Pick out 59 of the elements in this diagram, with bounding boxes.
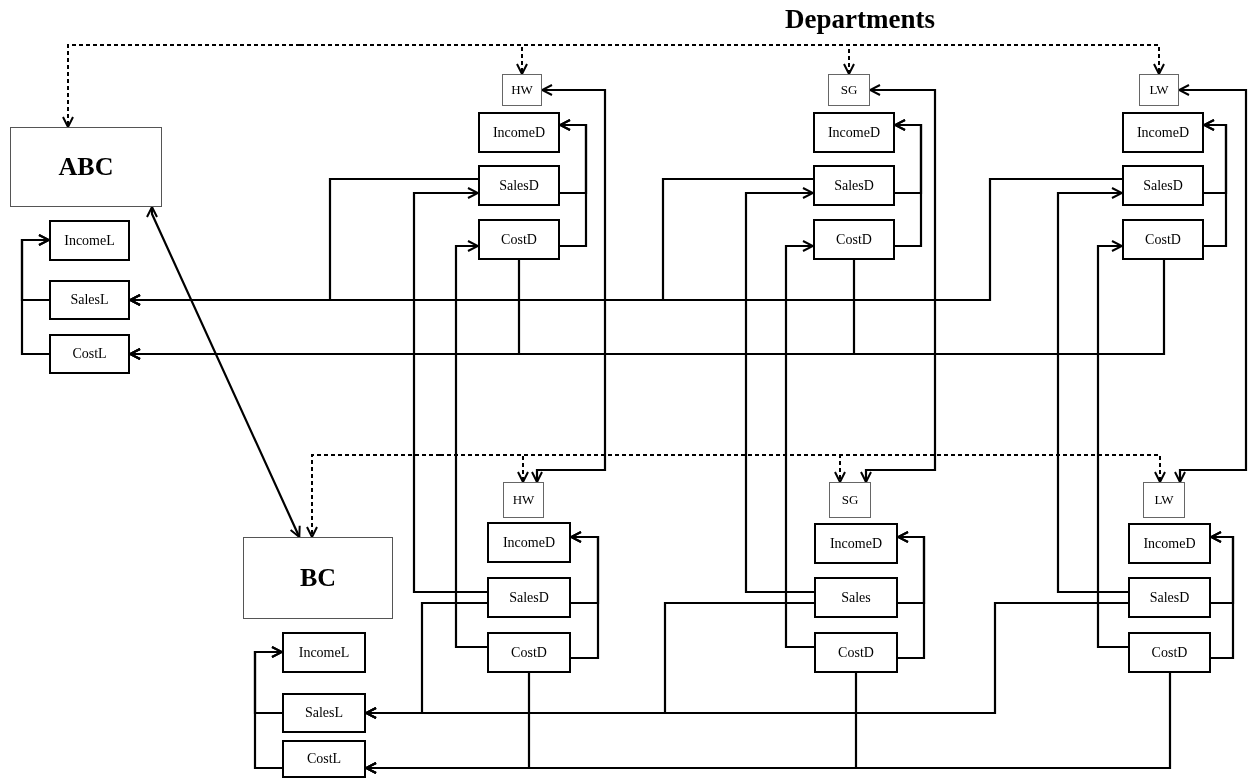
arrow [454,240,487,649]
arrow [744,187,814,594]
account-box: SalesD [1128,577,1211,618]
ledger-box: SalesL [282,693,366,733]
account-box: CostD [814,632,898,673]
account-box: IncomeD [1122,112,1204,153]
diagram-title: Departments [784,4,936,35]
department-tag: HW [502,74,542,106]
account-box: SalesD [1122,165,1204,206]
account-box: IncomeD [813,112,895,153]
ledger-box: IncomeL [282,632,366,673]
account-box: CostD [1122,219,1204,260]
account-box: IncomeD [1128,523,1211,564]
arrow [860,84,937,483]
account-box: SalesD [478,165,560,206]
arrow [365,673,1172,774]
ledger-box: CostL [282,740,366,778]
arrow [146,206,301,538]
account-box: IncomeD [478,112,560,153]
arrow [1210,531,1235,660]
account-box: SalesD [813,165,895,206]
department-tag: HW [503,482,544,518]
department-tag: LW [1143,482,1185,518]
dashed-arrow [439,454,1166,483]
arrow [1056,187,1128,594]
account-box: CostD [487,632,571,673]
account-box: CostD [478,219,560,260]
arrow [1174,84,1248,483]
dashed-arrow [299,44,1165,75]
arrow [1203,119,1228,248]
entity-box: ABC [10,127,162,207]
department-tag: SG [829,482,871,518]
account-box: IncomeD [814,523,898,564]
arrow [20,234,50,356]
account-box: IncomeD [487,522,571,563]
arrow [894,119,923,248]
arrow [1096,240,1128,649]
arrow [570,531,600,660]
dashed-arrow [62,44,301,128]
dashed-arrow [306,454,441,538]
account-box: CostD [1128,632,1211,673]
ledger-box: IncomeL [49,220,130,261]
account-box: CostD [813,219,895,260]
arrow [897,531,926,660]
arrow [559,119,588,248]
ledger-box: SalesL [49,280,130,320]
arrow [365,601,1128,719]
arrow [129,177,1122,306]
arrow [253,646,283,770]
arrow [531,84,607,483]
account-box: Sales [814,577,898,618]
department-tag: SG [828,74,870,106]
department-tag: LW [1139,74,1179,106]
arrow [784,240,814,649]
arrow [129,260,1166,360]
arrow [412,187,487,594]
ledger-box: CostL [49,334,130,374]
account-box: SalesD [487,577,571,618]
entity-box: BC [243,537,393,619]
